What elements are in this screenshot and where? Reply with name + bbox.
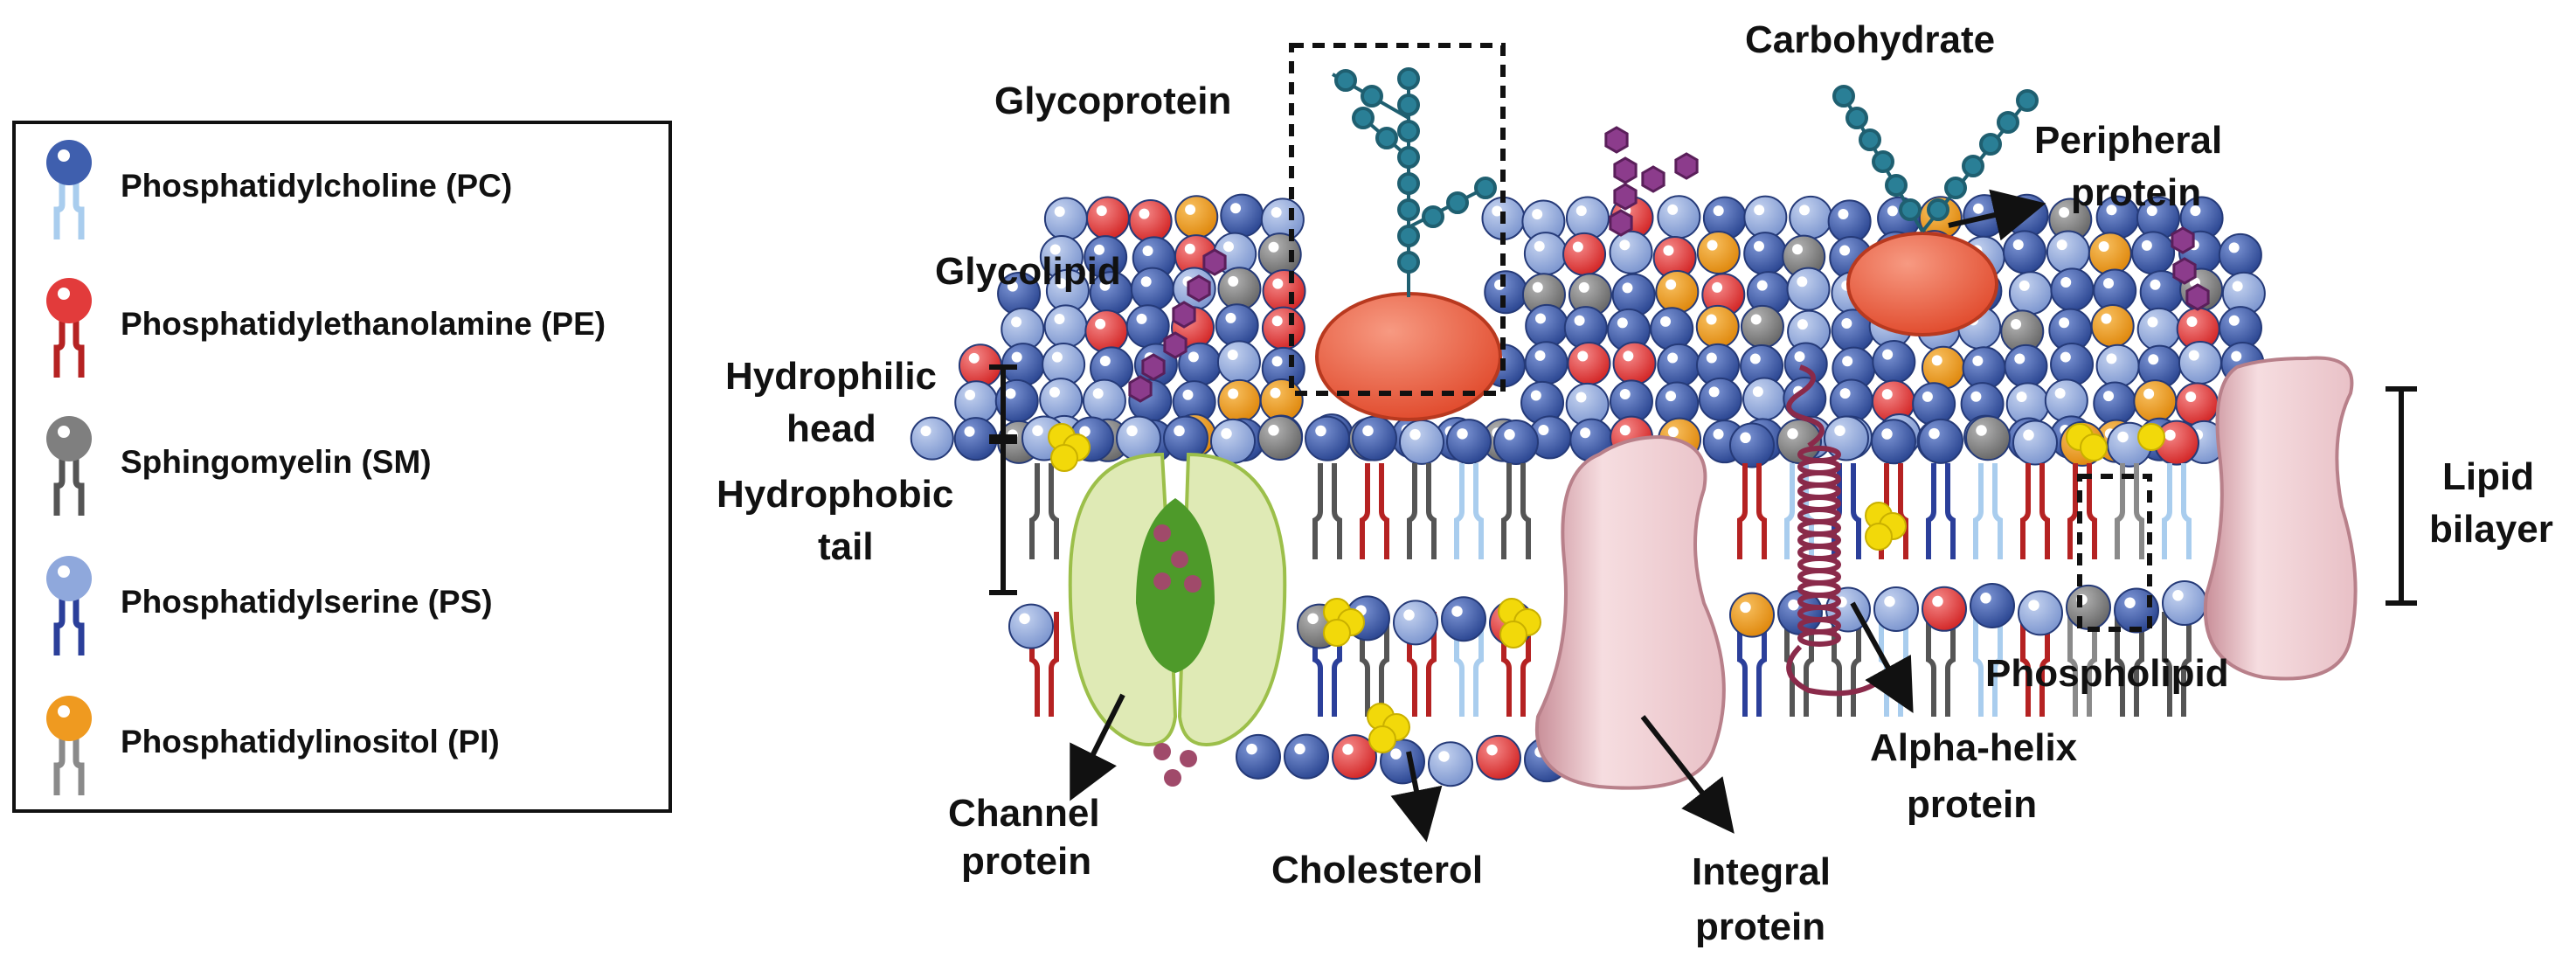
- lipid-bilayer-label-line1: Lipid: [2442, 455, 2534, 498]
- integral-protein: [1534, 434, 1726, 790]
- phosphatidylcholine-icon: [46, 140, 92, 239]
- top-leaflet-heads: [910, 193, 2268, 468]
- lipid-bilayer-label-line2: bilayer: [2429, 508, 2553, 551]
- legend-label-sm: Sphingomyelin (SM): [121, 444, 432, 480]
- hydrophobic-label-line2: tail: [818, 525, 874, 568]
- legend-item-pe: Phosphatidylethanolamine (PE): [16, 274, 668, 379]
- phospholipid-highlight-box: [2077, 474, 2152, 632]
- peripheral-protein-left: [1315, 292, 1502, 421]
- glycoprotein-label: Glycoprotein: [994, 80, 1231, 122]
- phospholipid-label: Phospholipid: [1985, 652, 2229, 695]
- legend-item-sm: Sphingomyelin (SM): [16, 413, 668, 517]
- alpha-helix-label-line1: Alpha-helix: [1870, 726, 2078, 769]
- hydrophobic-bracket: [989, 439, 1017, 595]
- channel-protein-label-line2: protein: [961, 840, 1091, 883]
- legend-item-pi: Phosphatidylinositol (PI): [16, 692, 668, 797]
- integral-protein-label-line2: protein: [1695, 905, 1825, 948]
- legend-item-pc: Phosphatidylcholine (PC): [16, 136, 668, 241]
- alpha-helix-label-line2: protein: [1907, 783, 2037, 826]
- label-arrows: [1070, 189, 2046, 843]
- cholesterol-label: Cholesterol: [1271, 849, 1483, 891]
- legend-label-ps: Phosphatidylserine (PS): [121, 584, 493, 620]
- glycoprotein-carbohydrate-chain: [1332, 67, 1497, 297]
- phosphatidylinositol-icon: [46, 696, 92, 795]
- integral-protein-right: [2203, 356, 2358, 681]
- channel-protein: [1068, 452, 1287, 787]
- cholesterol-molecules: [1048, 423, 2165, 753]
- legend-label-pc: Phosphatidylcholine (PC): [121, 168, 513, 204]
- sphingomyelin-icon: [46, 416, 92, 516]
- legend-label-pe: Phosphatidylethanolamine (PE): [121, 306, 606, 342]
- phosphatidylserine-icon: [46, 556, 92, 655]
- peripheral-protein-label-line1: Peripheral: [2034, 119, 2222, 162]
- hydrophilic-bracket: [989, 364, 1017, 440]
- peripheral-protein-label-line2: protein: [2071, 171, 2201, 214]
- legend-item-ps: Phosphatidylserine (PS): [16, 552, 668, 657]
- carbohydrate-label: Carbohydrate: [1745, 18, 1995, 61]
- hydrophilic-label-line2: head: [786, 407, 876, 450]
- legend-label-pi: Phosphatidylinositol (PI): [121, 724, 500, 759]
- carbohydrate-chain: [1832, 85, 2039, 233]
- alpha-helix-protein: [1786, 364, 1880, 697]
- peripheral-protein-right: [1846, 232, 1998, 336]
- channel-protein-label-line1: Channel: [948, 792, 1100, 835]
- hydrophilic-label-line1: Hydrophilic: [725, 355, 937, 398]
- legend-box: Phosphatidylcholine (PC) Phosphatidyleth…: [12, 121, 672, 813]
- phosphatidylethanolamine-icon: [46, 278, 92, 378]
- lipid-tails: [1029, 463, 2192, 717]
- glycolipid-sugar-chains: [1128, 126, 2210, 403]
- glycoprotein-highlight-box: [1289, 43, 1506, 396]
- lipid-bilayer-bracket: [2386, 386, 2417, 606]
- integral-protein-label-line1: Integral: [1692, 850, 1831, 893]
- glycolipid-label: Glycolipid: [935, 250, 1121, 293]
- hydrophobic-label-line1: Hydrophobic: [717, 473, 953, 516]
